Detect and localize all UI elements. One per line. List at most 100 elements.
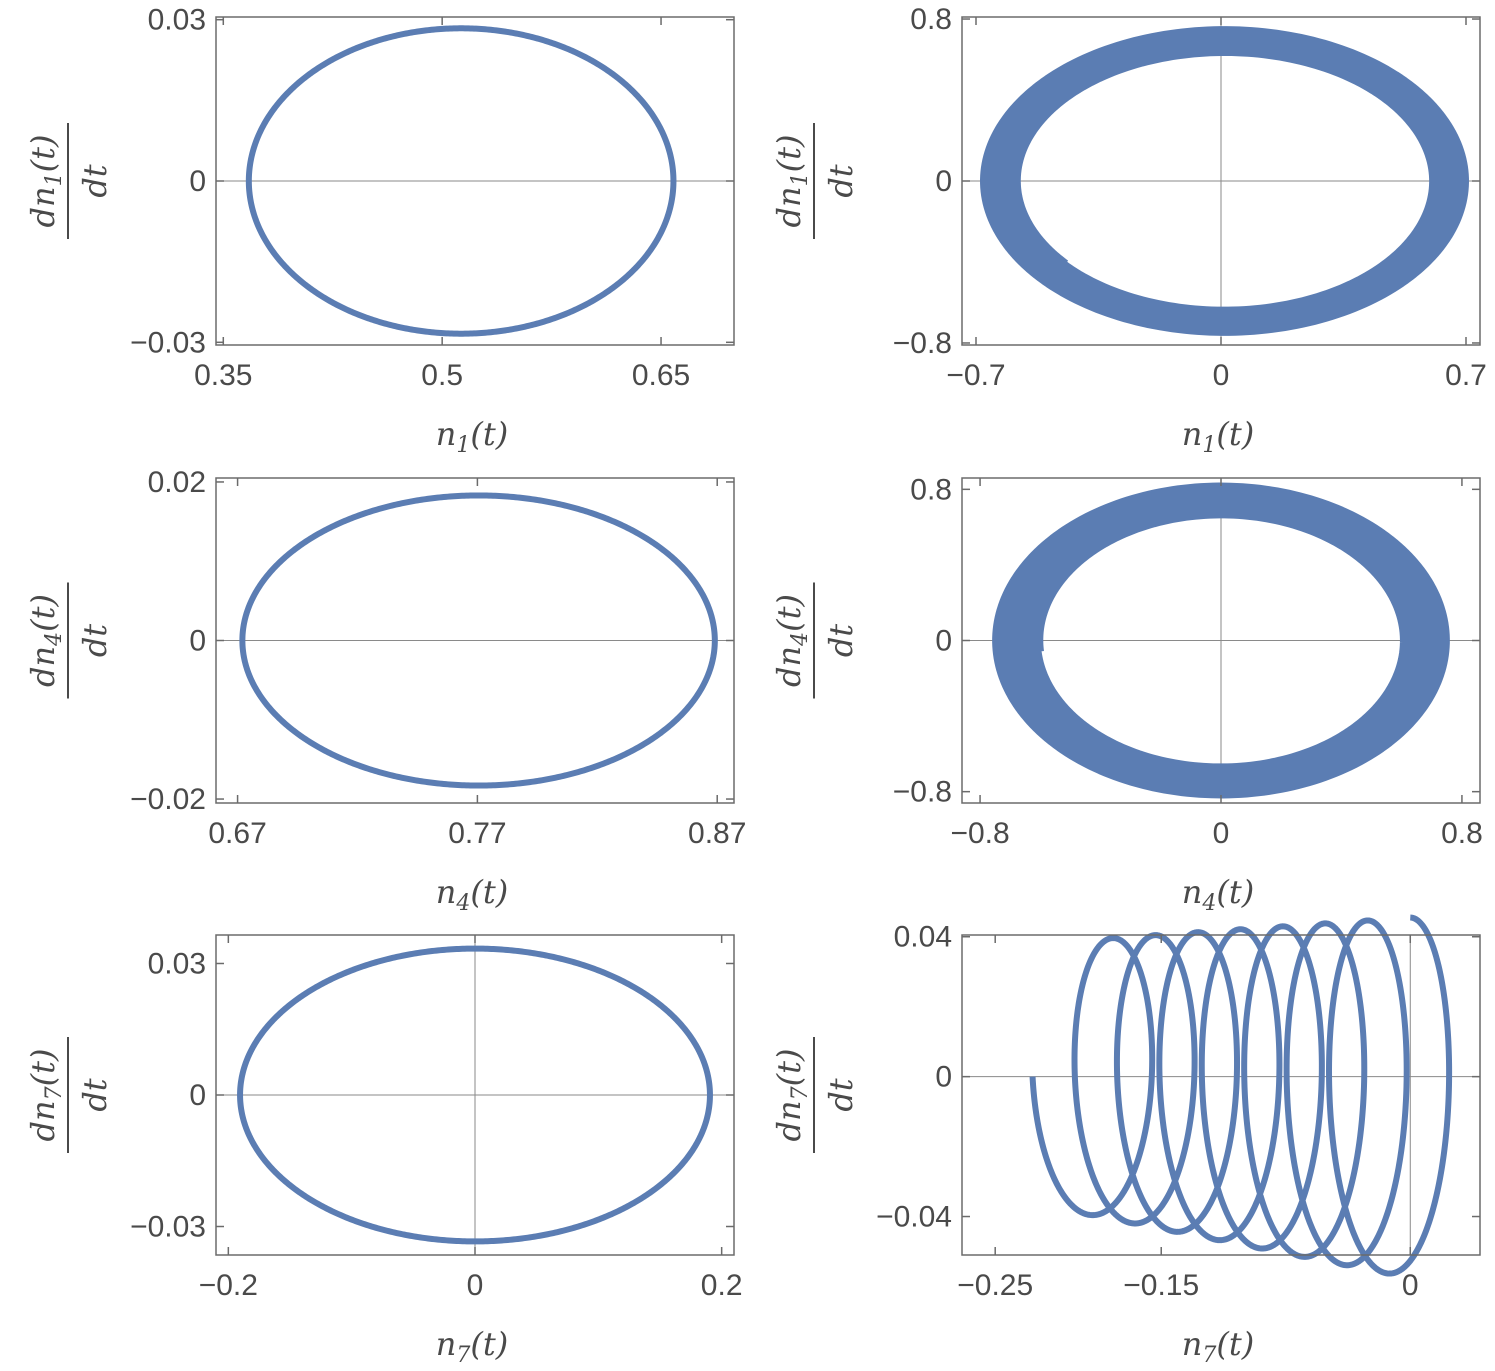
y-axis-label: dn4(t) dt [24,582,114,699]
x-tick-label: 0 [1402,1269,1419,1302]
x-tick-label: 0 [467,1269,484,1302]
y-label-tail: (t) [24,594,62,632]
y-axis-label: dn7(t) dt [24,1037,114,1153]
x-label-text: n1(t) [1182,415,1254,458]
y-tick-label: −0.8 [893,327,952,360]
y-label-text: dn1(t) [24,135,67,228]
y-tick-label: −0.04 [876,1201,952,1234]
x-tick-label: 0.8 [1441,817,1483,850]
x-label-tail: (t) [470,873,508,911]
x-tick-label: 0.65 [632,359,690,392]
y-label-sub: 1 [42,172,67,186]
x-tick-label: 0.7 [1445,359,1487,392]
y-tick-label: 0 [189,625,206,658]
y-label-denominator: dt [822,624,860,657]
phase-curve [1029,914,1453,1277]
x-label-main: n [1182,1325,1203,1363]
y-label-tail: (t) [770,135,808,173]
y-tick-label: −0.02 [130,783,206,816]
x-tick-label: 0.87 [688,817,746,850]
x-tick-label: −0.2 [199,1269,258,1302]
y-axis-label: dn7(t) dt [770,1037,860,1153]
y-tick-label: 0.8 [910,473,952,506]
x-label-text: n7(t) [436,1325,508,1368]
y-label-sub: 7 [42,1086,67,1100]
y-tick-label: 0 [189,1079,206,1112]
y-label-text: dn4(t) [770,594,813,687]
y-label-denominator: dt [76,164,114,197]
x-label-sub: 1 [1202,433,1216,458]
x-label-sub: 7 [1202,1343,1216,1368]
y-label-tail: (t) [24,1049,62,1087]
x-tick-label: −0.7 [946,359,1005,392]
y-label-text: dn1(t) [770,135,813,228]
phase-curve [245,25,677,337]
x-label-sub: 1 [456,433,470,458]
y-label-main: dn [24,646,62,687]
x-label-main: n [436,1325,457,1363]
y-label-denominator: dt [822,164,860,197]
y-tick-label: −0.03 [130,1211,206,1244]
x-label-text: n4(t) [436,873,508,916]
x-label-tail: (t) [1216,1325,1254,1363]
y-tick-label: 0 [935,1061,952,1094]
x-label-main: n [1182,873,1203,911]
y-label-text: dn4(t) [24,594,67,687]
x-label-tail: (t) [470,415,508,453]
x-label-tail: (t) [470,1325,508,1363]
y-label-text: dn7(t) [770,1049,813,1142]
x-label-sub: 4 [455,891,470,916]
phase-curve [239,492,718,789]
y-tick-label: −0.8 [893,776,952,809]
y-label-sub: 7 [788,1086,813,1100]
x-label-sub: 4 [1201,891,1216,916]
x-label-sub: 7 [456,1343,470,1368]
y-axis-label: dn4(t) dt [770,582,860,699]
y-label-sub: 1 [788,172,813,186]
y-label-tail: (t) [770,594,808,632]
x-label-text: n1(t) [436,415,508,458]
x-tick-label: 0.67 [208,817,266,850]
y-tick-label: 0.02 [148,466,206,499]
x-label-main: n [1182,415,1203,453]
x-tick-label: 0 [1213,817,1230,850]
y-tick-label: 0.03 [148,947,206,980]
y-label-text: dn7(t) [24,1049,67,1142]
x-tick-label: 0.2 [701,1269,743,1302]
y-label-tail: (t) [24,135,62,173]
y-axis-label: dn1(t) dt [770,123,860,239]
y-tick-label: −0.03 [130,326,206,359]
x-tick-label: 0.77 [448,817,506,850]
x-label-main: n [436,873,457,911]
x-label-text: n4(t) [1182,873,1254,916]
y-label-denominator: dt [76,1078,114,1111]
phase-curve [992,482,1450,799]
plot-frame [961,934,1481,1256]
y-axis-label: dn1(t) dt [24,123,114,239]
y-label-denominator: dt [76,624,114,657]
x-label-tail: (t) [1216,873,1254,911]
x-tick-label: −0.25 [957,1269,1033,1302]
y-label-main: dn [770,646,808,687]
y-tick-label: 0.8 [910,3,952,36]
y-tick-label: 0 [935,625,952,658]
x-tick-label: 0.5 [421,359,463,392]
y-label-main: dn [24,186,62,227]
y-label-denominator: dt [822,1078,860,1111]
phase-curve [980,26,1469,336]
y-tick-label: 0 [935,165,952,198]
x-label-tail: (t) [1216,415,1254,453]
y-label-main: dn [24,1100,62,1141]
y-label-sub: 4 [42,632,67,647]
phase-curve [237,945,713,1245]
x-tick-label: 0 [1213,359,1230,392]
y-label-sub: 4 [788,632,813,647]
x-tick-label: −0.8 [950,817,1009,850]
y-label-main: dn [770,1100,808,1141]
